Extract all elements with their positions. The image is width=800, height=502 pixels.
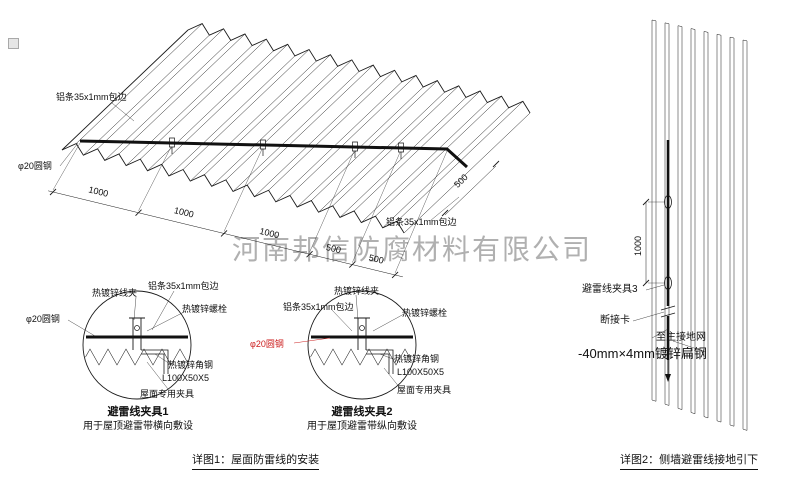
d1-label-angle-spec: L100X50X5 [162, 373, 210, 383]
d2-title: 避雷线夹具2 [331, 406, 393, 418]
d2-label-alu-edge: 铝条35x1mm包边 [283, 302, 354, 312]
d2-label-bolt: 热镀锌螺栓 [402, 308, 448, 318]
company-watermark: 河南邦信防腐材料有限公司 [232, 235, 593, 266]
dim-wall-vertical: 1000 [633, 236, 643, 256]
d2-label-angle-steel: 热镀锌角钢 [394, 354, 440, 364]
d1-label-round-steel: φ20圆钢 [26, 314, 60, 324]
dim-bay-1: 1000 [87, 184, 109, 198]
dim-right-edge: 500 [452, 172, 470, 190]
dim-bay-3: 1000 [258, 226, 280, 240]
label-alu-edge-top: 铝条35x1mm包边 [56, 92, 127, 102]
small-square-mark [8, 38, 19, 49]
d1-title: 避雷线夹具1 [107, 406, 169, 418]
d1-label-alu-edge: 铝条35x1mm包边 [148, 281, 219, 291]
label-alu-edge-right: 铝条35x1mm包边 [386, 217, 457, 227]
d2-label-wire-clip: 热镀锌线夹 [334, 286, 380, 296]
wall-label-disconnect: 断接卡 [600, 315, 630, 326]
label-round-steel-top: φ20圆钢 [18, 161, 52, 171]
d2-label-round-steel: φ20圆钢 [250, 339, 284, 349]
caption-detail-1: 详图1：屋面防雷线的安装 [192, 451, 320, 470]
d2-subtitle: 用于屋顶避雷带纵向敷设 [307, 421, 417, 432]
d1-label-roof-clamp: 屋面专用夹具 [140, 389, 195, 399]
dim-bay-2: 1000 [173, 205, 195, 219]
d1-label-angle-steel: 热镀锌角钢 [168, 360, 214, 370]
wall-label-to-ground: 至主接地网 [656, 332, 706, 343]
dim-bay-5: 500 [368, 252, 385, 265]
dim-bay-4: 500 [325, 242, 342, 255]
d1-subtitle: 用于屋顶避雷带横向敷设 [83, 421, 193, 432]
d2-label-roof-clamp: 屋面专用夹具 [397, 385, 452, 395]
caption-detail-2: 详图2：侧墙避雷线接地引下 [620, 451, 759, 470]
wall-label-flat-steel: -40mm×4mm镀锌扁钢 [578, 346, 707, 361]
d1-label-wire-clip: 热镀锌线夹 [92, 288, 138, 298]
d1-label-bolt: 热镀锌螺栓 [182, 304, 228, 314]
d2-label-angle-spec: L100X50X5 [397, 367, 445, 377]
wall-label-clamp-3: 避雷线夹具3 [582, 284, 638, 295]
